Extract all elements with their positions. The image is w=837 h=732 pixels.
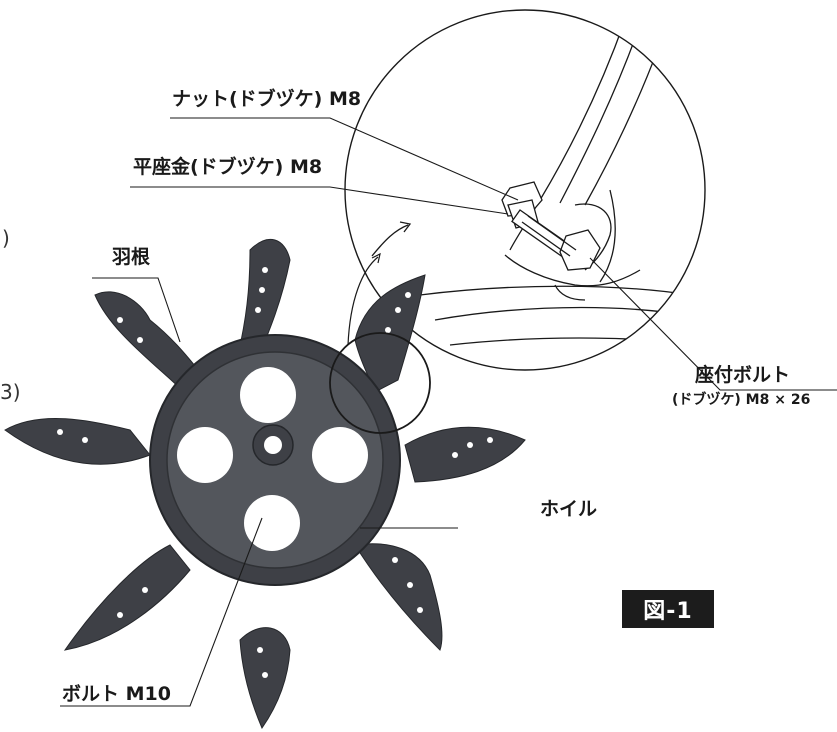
seat-bolt-label: 座付ボルト bbox=[695, 364, 791, 386]
wheel-cutout-top bbox=[240, 367, 296, 423]
detail-magnifier bbox=[344, 9, 706, 371]
nut-label: ナット(ドブヅケ) M8 bbox=[172, 88, 362, 110]
edge-fragment-top: ) bbox=[2, 226, 10, 250]
detail-hardware bbox=[501, 181, 601, 271]
seat-bolt-spec-label: (ドブヅケ) M8 × 26 bbox=[672, 392, 811, 408]
detail-target-circle bbox=[329, 332, 431, 434]
blade-label: 羽根 bbox=[112, 246, 151, 268]
washer-label: 平座金(ドブヅケ) M8 bbox=[133, 156, 323, 178]
bolt-label: ボルト M10 bbox=[62, 683, 171, 705]
wheel-cutout-left bbox=[177, 427, 233, 483]
wheel-cutout-bottom bbox=[244, 495, 300, 551]
figure-number-badge: 図-1 bbox=[622, 590, 714, 628]
callout-lines bbox=[60, 117, 837, 707]
wheel-label: ホイル bbox=[540, 498, 598, 520]
blade-holes bbox=[57, 267, 493, 678]
edge-fragment-middle: 3) bbox=[0, 380, 21, 404]
wheel-cutout-right bbox=[312, 427, 368, 483]
connector-arrow bbox=[347, 256, 379, 346]
